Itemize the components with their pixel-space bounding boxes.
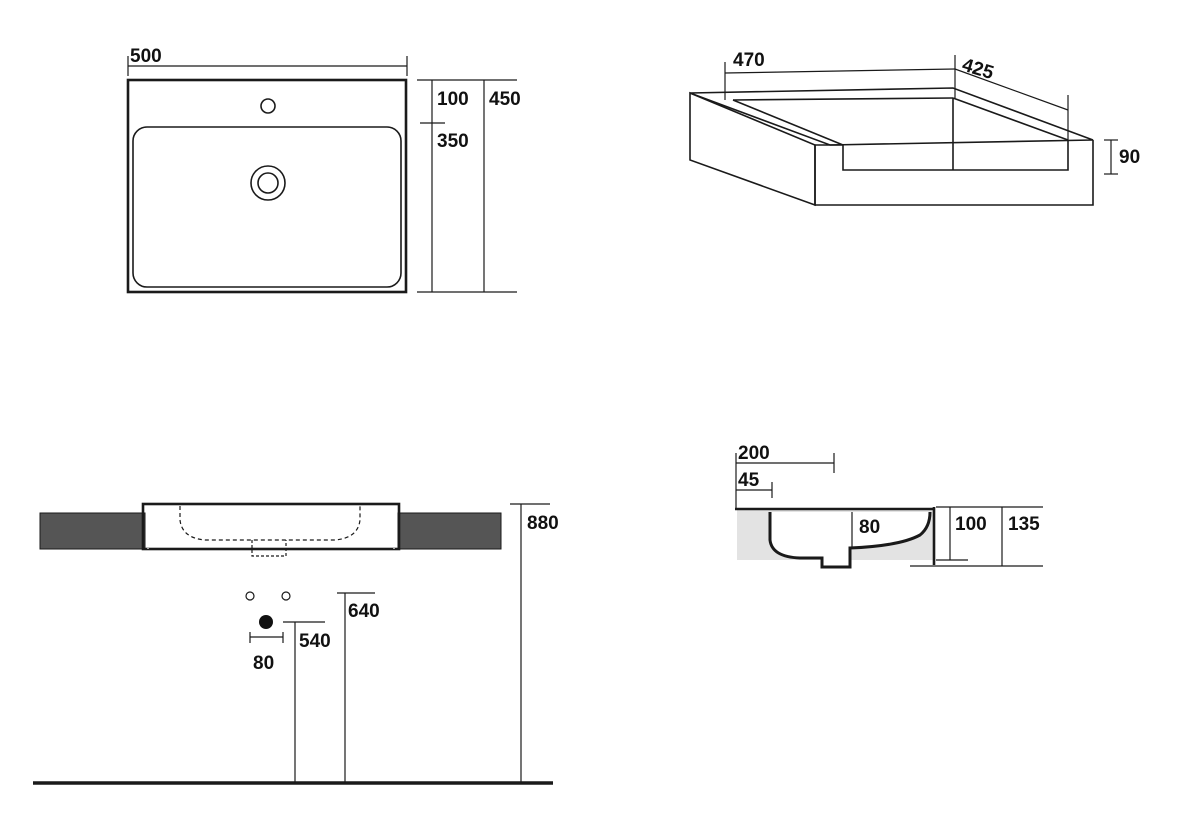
section-inner-height-label: 100 [955,514,987,535]
bowl-hidden-line [179,506,361,541]
basin-outline [126,78,408,294]
section-bowl-profile [768,511,932,569]
iso-length-dim [724,68,956,74]
front-view: 80 540 640 880 [33,502,559,785]
supply-right [281,591,291,601]
iso-cutout [815,140,1069,171]
drain-outer [250,165,286,201]
bowl-depth-label: 350 [437,131,469,152]
iso-height-label: 90 [1119,147,1140,168]
width-label: 500 [130,46,162,67]
iso-inner-side [952,97,1069,141]
section-view: 200 45 80 100 135 [735,443,1043,569]
drain-height-label: 540 [299,631,331,652]
iso-front-face [814,140,1094,206]
drain-spacing-label: 80 [253,653,274,674]
basin-front [141,502,401,551]
section-overhang-label: 200 [738,443,770,464]
tap-offset-label: 100 [437,89,469,110]
iso-left-face [689,91,816,207]
supply-left [245,591,255,601]
iso-width-label: 425 [960,55,997,84]
tap-hole [260,98,276,114]
depth-label: 450 [489,89,521,110]
section-total-height-label: 135 [1008,514,1040,535]
iso-length-label: 470 [733,50,765,71]
bowl-outline [132,126,402,288]
iso-width-dim [954,68,1069,111]
section-rim-label: 45 [738,470,760,491]
counter-height-label: 880 [527,513,559,534]
iso-inner-edge [732,99,844,146]
drain-hidden-line [251,540,287,557]
iso-inner-rear [732,97,954,101]
section-bowl-depth-label: 80 [859,517,880,538]
drain-inner [257,172,279,194]
supply-height-label: 640 [348,601,380,622]
counter-left [39,512,146,550]
counter-right [397,512,502,550]
iso-view: 470 425 90 [689,50,1140,207]
top-view: 500 100 450 350 [126,46,521,294]
drain-outlet [259,615,273,629]
